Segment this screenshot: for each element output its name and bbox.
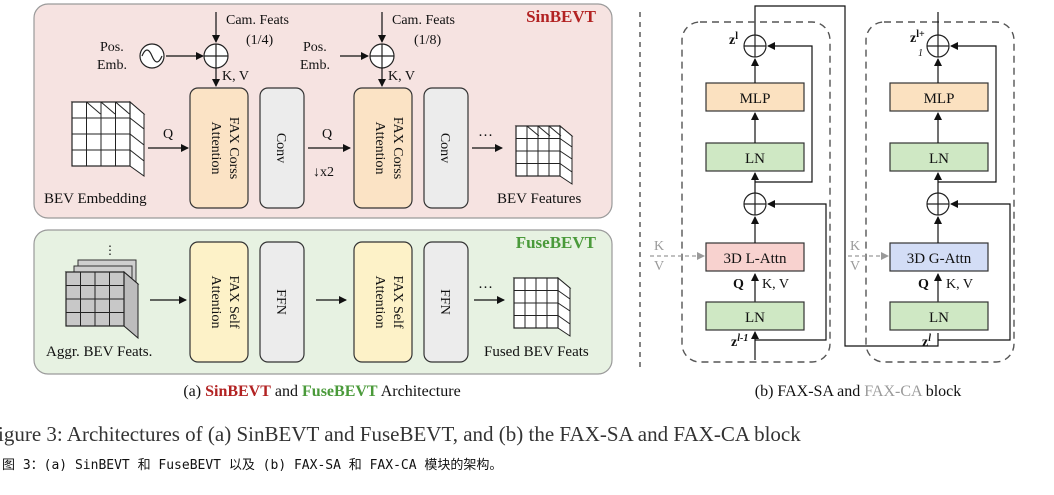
downsample-x2: ↓x2 [313,165,334,180]
cam-feats-2: Cam. Feats [392,13,455,28]
q-label-2: Q [322,127,332,142]
ln-block-b1-bottom [705,301,805,331]
fax-cross-2-line2: Attention [372,122,387,175]
aggr-bev-grid: ⋮ [64,243,140,340]
pos-emb-2-line1: Pos. [303,40,327,55]
ln-block-b2-bottom [889,301,989,331]
bev-features-label: BEV Features [497,191,581,207]
fax-sa-block: zl MLP LN 3D L-Attn Q K, V LN zl-1 [681,21,831,363]
fax-cross-attention-block-1 [189,87,249,209]
z-out-b2-sub: 1 [918,48,923,59]
mlp-block-b2 [889,82,989,112]
z-out-b1: zl [729,31,738,49]
scale-1: (1/4) [246,33,274,48]
fax-self-attention-block-2 [353,241,413,363]
side-v-b2: V [850,259,860,274]
svg-text:LN: LN [745,310,765,326]
aggr-bev-label: Aggr. BEV Feats. [46,344,152,360]
ln-block-b1-top [705,142,805,172]
fused-bev-label: Fused BEV Feats [484,344,589,360]
fax-self-1-line1: FAX Self [226,275,241,328]
fax-cross-1-line2: Attention [208,122,223,175]
fusebevt-panel: FuseBEVT ⋮ Aggr. BEV Feats. FAX Self Att… [33,229,613,375]
fax-self-attention-block-1 [189,241,249,363]
sinbevt-panel: SinBEVT BEV Embedding Pos. Emb. [33,3,613,219]
fax-ca-block: zl+ 1 MLP LN 3D G-Attn Q K, V LN zl [865,12,1015,363]
caption-b: (b) FAX-SA and FAX-CA block [755,383,962,400]
dots-fusebevt: ··· [478,280,493,296]
fax-self-2-line2: Attention [372,276,387,329]
figure-caption-en: igure 3: Architectures of (a) SinBEVT an… [0,422,801,446]
kv-label-1: K, V [222,69,249,84]
svg-text:3D L-Attn: 3D L-Attn [724,251,787,267]
conv-2-label: Conv [437,133,452,163]
conv-1-label: Conv [273,133,288,163]
svg-text:LN: LN [929,151,949,167]
ffn-block-1 [259,241,305,363]
kv-label-2: K, V [388,69,415,84]
figure-caption-zh: 图 3：(a) SinBEVT 和 FuseBEVT 以及 (b) FAX-SA… [2,457,502,473]
bev-embedding-grid [70,100,146,177]
fax-cross-attention-block-2 [353,87,413,209]
bev-embedding-label: BEV Embedding [44,191,147,207]
ln-block-b2-top [889,142,989,172]
pos-emb-1-line2: Emb. [97,58,127,73]
kv-label-b2: K, V [946,277,973,292]
z-in-b1: zl-1 [731,333,748,351]
ffn-block-2 [423,241,469,363]
add-icon-2 [369,43,395,69]
add-icon-1 [203,43,229,69]
g-attn-block [889,242,989,272]
cam-feats-1: Cam. Feats [226,13,289,28]
bev-features-grid [514,124,574,185]
fused-bev-grid [512,276,572,337]
pos-emb-1-line1: Pos. [100,40,124,55]
side-k-b2: K [850,239,860,254]
dots-sinbevt: ··· [478,128,493,144]
svg-text:LN: LN [745,151,765,167]
fax-cross-2-line1: FAX Corss [390,117,405,179]
conv-block-2 [423,87,469,209]
kv-label-b1: K, V [762,277,789,292]
fax-self-2-line1: FAX Self [390,275,405,328]
l-attn-block [705,242,805,272]
sinbevt-title: SinBEVT [526,7,597,26]
block-connector [754,5,939,347]
side-k-b1: K [654,239,664,254]
svg-text:MLP: MLP [924,91,955,107]
fusebevt-title: FuseBEVT [516,233,597,252]
q-label-1: Q [163,127,173,142]
mlp-block-b1 [705,82,805,112]
fax-cross-1-line1: FAX Corss [226,117,241,179]
pos-emb-2-line2: Emb. [300,58,330,73]
svg-text:MLP: MLP [740,91,771,107]
q-label-b1: Q [733,277,744,292]
conv-block-1 [259,87,305,209]
ffn-1-label: FFN [273,289,288,315]
z-in-b2: zl [922,333,931,351]
scale-2: (1/8) [414,33,442,48]
q-label-b2: Q [918,277,929,292]
side-v-b1: V [654,259,664,274]
svg-text:3D G-Attn: 3D G-Attn [907,251,972,267]
ffn-2-label: FFN [437,289,452,315]
fax-self-1-line2: Attention [208,276,223,329]
sine-wave-icon [139,43,165,69]
z-out-b2: zl+ [910,29,925,47]
svg-text:⋮: ⋮ [104,243,116,257]
svg-text:LN: LN [929,310,949,326]
caption-a: (a) SinBEVT and FuseBEVT Architecture [183,383,460,400]
